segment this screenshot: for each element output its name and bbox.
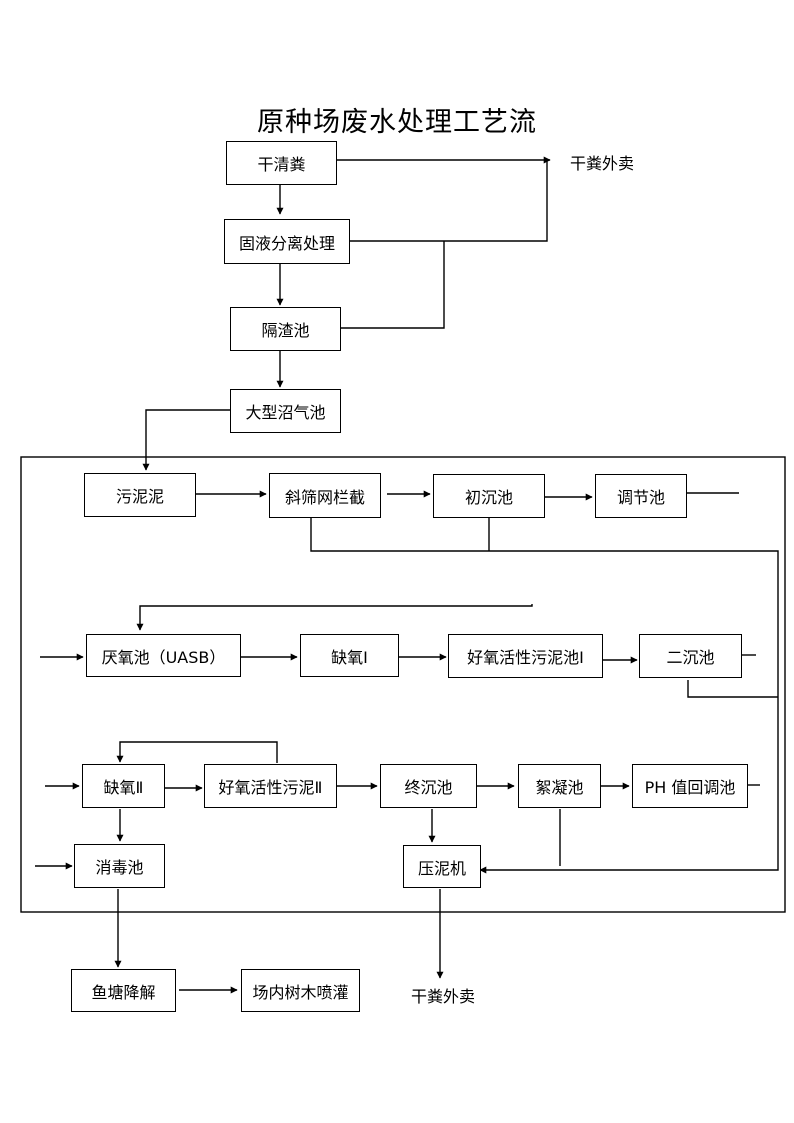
node-filter-press: 压泥机	[403, 845, 481, 888]
arrow-biogas-to-sludge	[142, 409, 230, 471]
node-slag-pool: 隔渣池	[230, 307, 341, 351]
node-flocculation: 絮凝池	[518, 764, 601, 808]
node-uasb: 厌氧池（UASB）	[86, 634, 241, 677]
arrow-sludge-return-to-press	[310, 518, 779, 874]
node-aerobic-2: 好氧活性污泥Ⅱ	[204, 764, 337, 808]
line-separation-to-sold	[350, 160, 548, 242]
node-sewage-sludge: 污泥泥	[84, 473, 196, 517]
diagram-title: 原种场废水处理工艺流	[257, 107, 537, 138]
node-disinfection: 消毒池	[74, 844, 165, 888]
node-biogas-tank: 大型沼气池	[230, 389, 341, 433]
node-regulating-tank: 调节池	[595, 474, 687, 518]
line-slag-to-sold	[341, 241, 445, 329]
node-anoxic-1: 缺氧Ⅰ	[300, 634, 399, 677]
node-secondary-settling: 二沉池	[639, 634, 742, 678]
label-dry-manure-sold-bottom: 干粪外卖	[411, 987, 476, 1006]
node-final-settling: 终沉池	[380, 764, 477, 808]
node-aerobic-1: 好氧活性污泥池Ⅰ	[448, 634, 603, 678]
label-dry-manure-sold-top: 干粪外卖	[570, 154, 635, 173]
node-solid-liquid-separation: 固液分离处理	[224, 219, 350, 264]
arrow-return-to-anoxic2	[116, 741, 278, 763]
arrow-return-to-uasb	[136, 604, 533, 631]
node-screen: 斜筛网栏截	[269, 473, 381, 518]
treatment-frame	[20, 456, 786, 913]
node-anoxic-2: 缺氧Ⅱ	[82, 764, 165, 808]
node-tree-irrigation: 场内树木喷灌	[241, 969, 360, 1012]
node-ph-adjust: PH 值回调池	[632, 764, 748, 808]
line-secondary-sludge	[687, 680, 778, 698]
node-fish-pond: 鱼塘降解	[71, 969, 176, 1012]
node-dry-cleaning: 干清粪	[226, 141, 337, 185]
node-primary-settling: 初沉池	[433, 474, 545, 518]
